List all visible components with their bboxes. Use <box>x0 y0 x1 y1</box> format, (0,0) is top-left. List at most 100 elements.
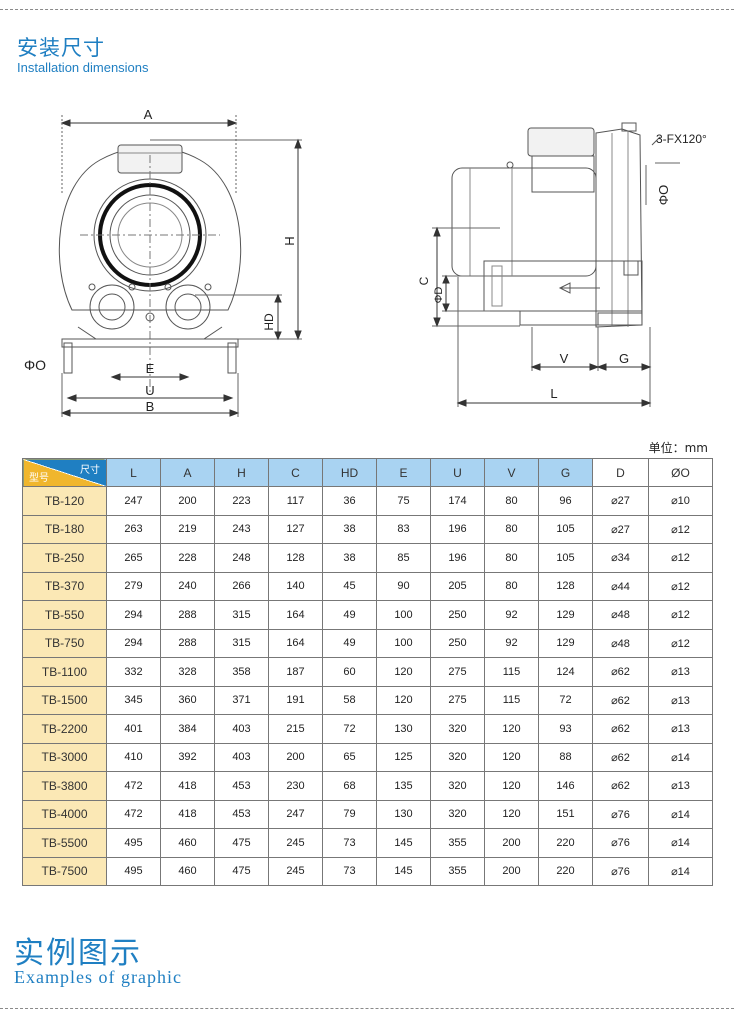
value-cell: 100 <box>376 628 431 658</box>
value-cell: 320 <box>430 771 485 801</box>
value-cell: 85 <box>376 543 431 573</box>
dim-label-C: C <box>417 276 431 285</box>
value-cell: 73 <box>322 828 377 858</box>
value-cell: 219 <box>160 514 215 544</box>
value-cell: 196 <box>430 514 485 544</box>
column-header: D <box>592 458 649 487</box>
value-cell: ⌀34 <box>592 543 649 573</box>
column-header: U <box>430 458 485 487</box>
value-cell: 120 <box>376 657 431 687</box>
value-cell: 83 <box>376 514 431 544</box>
value-cell: 495 <box>106 856 161 886</box>
value-cell: ⌀62 <box>592 742 649 772</box>
value-cell: 45 <box>322 571 377 601</box>
value-cell: 174 <box>430 486 485 516</box>
value-cell: 275 <box>430 685 485 715</box>
value-cell: 403 <box>214 714 269 744</box>
value-cell: 392 <box>160 742 215 772</box>
dim-label-phiD: ΦD <box>433 287 445 304</box>
value-cell: 72 <box>538 685 593 715</box>
value-cell: ⌀14 <box>648 742 713 772</box>
value-cell: 117 <box>268 486 323 516</box>
column-header: C <box>268 458 323 487</box>
model-cell: TB-120 <box>22 486 107 516</box>
value-cell: 360 <box>160 685 215 715</box>
model-cell: TB-250 <box>22 543 107 573</box>
value-cell: 146 <box>538 771 593 801</box>
value-cell: 65 <box>322 742 377 772</box>
value-cell: 49 <box>322 600 377 630</box>
value-cell: 418 <box>160 799 215 829</box>
column-header: A <box>160 458 215 487</box>
value-cell: 358 <box>214 657 269 687</box>
value-cell: ⌀12 <box>648 514 713 544</box>
value-cell: 320 <box>430 714 485 744</box>
value-cell: 130 <box>376 714 431 744</box>
value-cell: 135 <box>376 771 431 801</box>
value-cell: 49 <box>322 628 377 658</box>
value-cell: 124 <box>538 657 593 687</box>
value-cell: 140 <box>268 571 323 601</box>
top-dashed-divider <box>0 9 734 10</box>
column-header: G <box>538 458 593 487</box>
value-cell: 215 <box>268 714 323 744</box>
value-cell: 187 <box>268 657 323 687</box>
value-cell: 200 <box>484 856 539 886</box>
value-cell: ⌀12 <box>648 600 713 630</box>
value-cell: 129 <box>538 600 593 630</box>
value-cell: 120 <box>484 771 539 801</box>
examples-title-cn: 实例图示 <box>14 936 142 971</box>
value-cell: ⌀62 <box>592 714 649 744</box>
value-cell: 245 <box>268 856 323 886</box>
value-cell: 73 <box>322 856 377 886</box>
value-cell: 247 <box>268 799 323 829</box>
value-cell: 120 <box>484 714 539 744</box>
dim-label-E: E <box>146 361 155 376</box>
dim-label-phiO-front: ΦO <box>24 357 46 373</box>
value-cell: 36 <box>322 486 377 516</box>
value-cell: 248 <box>214 543 269 573</box>
value-cell: ⌀44 <box>592 571 649 601</box>
value-cell: 127 <box>268 514 323 544</box>
value-cell: 384 <box>160 714 215 744</box>
value-cell: 120 <box>484 742 539 772</box>
column-header: E <box>376 458 431 487</box>
model-cell: TB-180 <box>22 514 107 544</box>
value-cell: 80 <box>484 486 539 516</box>
value-cell: ⌀76 <box>592 856 649 886</box>
value-cell: 80 <box>484 571 539 601</box>
value-cell: ⌀14 <box>648 856 713 886</box>
value-cell: 80 <box>484 543 539 573</box>
section-title-cn: 安装尺寸 <box>17 36 105 60</box>
value-cell: 68 <box>322 771 377 801</box>
value-cell: 460 <box>160 856 215 886</box>
value-cell: 151 <box>538 799 593 829</box>
value-cell: 129 <box>538 628 593 658</box>
value-cell: 200 <box>160 486 215 516</box>
section-title-en: Installation dimensions <box>17 60 149 75</box>
model-cell: TB-1100 <box>22 657 107 687</box>
value-cell: 191 <box>268 685 323 715</box>
value-cell: 164 <box>268 600 323 630</box>
column-header: V <box>484 458 539 487</box>
value-cell: 145 <box>376 828 431 858</box>
model-cell: TB-4000 <box>22 799 107 829</box>
value-cell: ⌀76 <box>592 799 649 829</box>
value-cell: 145 <box>376 856 431 886</box>
value-cell: 245 <box>268 828 323 858</box>
value-cell: 288 <box>160 600 215 630</box>
value-cell: 196 <box>430 543 485 573</box>
value-cell: 228 <box>160 543 215 573</box>
value-cell: 205 <box>430 571 485 601</box>
value-cell: 92 <box>484 628 539 658</box>
value-cell: 105 <box>538 514 593 544</box>
dim-label-L: L <box>550 386 557 401</box>
value-cell: ⌀48 <box>592 600 649 630</box>
value-cell: 410 <box>106 742 161 772</box>
value-cell: ⌀62 <box>592 657 649 687</box>
